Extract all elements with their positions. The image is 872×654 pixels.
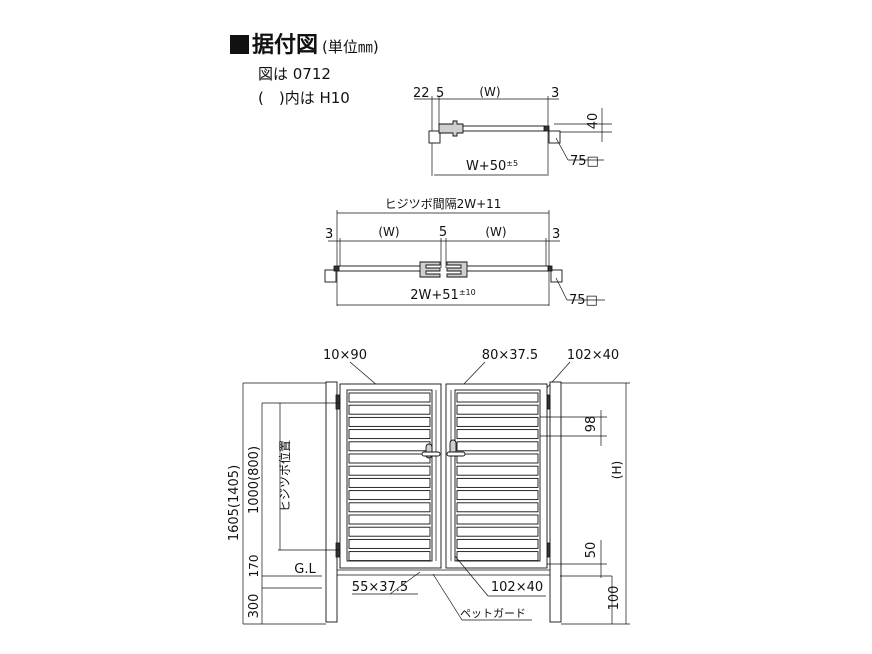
slat	[348, 502, 431, 513]
slat	[348, 538, 431, 549]
dim-total-label: 2W+51±10	[410, 288, 475, 303]
dim-5-label: 5	[439, 225, 447, 240]
post-left	[428, 130, 441, 144]
slat	[456, 502, 539, 513]
center-latch-right	[446, 261, 468, 278]
gl-label: G.L	[294, 562, 316, 577]
slat	[348, 404, 431, 415]
dim-22-label: 22	[413, 86, 430, 101]
slat	[456, 551, 539, 562]
dim-3-label: 3	[551, 86, 559, 101]
slat	[348, 551, 431, 562]
hinge-fitting	[438, 120, 464, 137]
leaf-left	[338, 265, 424, 272]
slat	[348, 441, 431, 452]
slat	[456, 490, 539, 501]
note-parentheses: ( )内は H10	[258, 89, 350, 107]
slat-size-label: 10×90	[323, 348, 367, 363]
slat	[456, 441, 539, 452]
leaf-right	[445, 383, 548, 569]
dim-170-label: 170	[247, 555, 261, 578]
slat	[348, 453, 431, 464]
plan-double-gate: ヒジツボ間隔2W+11 3 (W) 5 (W) 3 2W+51±10 75□	[324, 197, 605, 308]
title-row: 据付図(単位㎜)	[230, 32, 379, 61]
bottom-rail-label: 55×37.5	[352, 580, 408, 595]
dim-300-label: 300	[247, 594, 262, 619]
top-rail-label: 80×37.5	[482, 348, 538, 363]
plan-single-gate: 22 5 (W) 3 40 W+50±5 75□	[413, 85, 612, 176]
post-size-label: 75□	[570, 154, 599, 169]
dim-w-left-label: (W)	[378, 225, 399, 239]
dim-5-label: 5	[436, 86, 444, 101]
slat	[348, 416, 431, 427]
slat	[456, 392, 539, 403]
dim-98-label: 98	[584, 416, 599, 433]
post-right	[549, 381, 562, 623]
slat	[456, 526, 539, 537]
slat	[348, 526, 431, 537]
dim-3-left-label: 3	[325, 227, 333, 242]
slat	[348, 514, 431, 525]
slat	[348, 429, 431, 440]
slat	[348, 490, 431, 501]
pivot-spacing-label: ヒジツボ間隔2W+11	[385, 197, 502, 211]
slat	[456, 404, 539, 415]
post-right	[550, 269, 563, 283]
slat	[456, 465, 539, 476]
slat	[456, 514, 539, 525]
slat	[456, 453, 539, 464]
dim-w-right-label: (W)	[485, 225, 506, 239]
total-height-label: 1605(1405)	[227, 465, 242, 541]
slat	[456, 429, 539, 440]
dim-total-label: W+50±5	[466, 159, 518, 174]
dim-40-label: 40	[586, 113, 601, 130]
dim-100-label: 100	[607, 586, 622, 611]
post-size-top-label: 102×40	[567, 348, 619, 363]
pivot-height-label: 1000(800)	[247, 446, 262, 514]
unit-label: (単位㎜)	[322, 38, 379, 56]
dim-h-label: (H)	[610, 461, 624, 479]
post-size-label: 75□	[569, 293, 598, 308]
square-bullet-icon	[230, 35, 249, 54]
slat	[456, 416, 539, 427]
post-left	[325, 381, 338, 623]
post-right	[548, 130, 561, 144]
post-left	[324, 269, 337, 283]
dim-3-right-label: 3	[552, 227, 560, 242]
slat	[348, 465, 431, 476]
gate-leaf	[462, 125, 546, 132]
slat	[456, 538, 539, 549]
note-model: 図は 0712	[258, 65, 331, 83]
slat	[348, 392, 431, 403]
frame-size-label: 102×40	[491, 580, 543, 595]
leaf-left	[339, 383, 442, 569]
leaf-right	[463, 265, 549, 272]
pivot-position-label: ヒジツボ位置	[277, 440, 292, 512]
slat	[348, 477, 431, 488]
elevation-view: 10×90 80×37.5 102×40	[227, 348, 630, 625]
dim-50-label: 50	[584, 542, 599, 559]
page-title: 据付図	[252, 33, 319, 58]
pet-guard-label: ペットガード	[460, 607, 526, 620]
dim-w-label: (W)	[479, 85, 500, 99]
slat	[456, 477, 539, 488]
center-latch-left	[419, 261, 441, 278]
